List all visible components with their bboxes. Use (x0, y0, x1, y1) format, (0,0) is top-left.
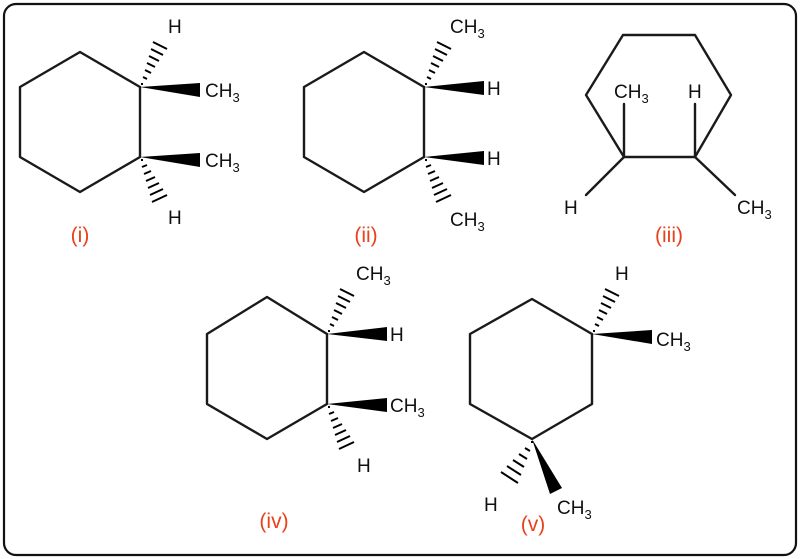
atom-h: H (487, 149, 501, 170)
atom-h: H (615, 264, 629, 285)
atom-h: H (168, 208, 182, 229)
atom-h: H (357, 456, 371, 477)
atom-h: H (168, 17, 182, 38)
wedge-bond-h (424, 81, 484, 95)
hash-bond-ch3 (328, 288, 355, 332)
atom-h: H (564, 198, 578, 219)
hash-bond-h (141, 41, 168, 85)
atom-h: H (390, 325, 404, 346)
equatorial-bond-ch3 (693, 155, 737, 197)
hash-bond-ch3-lower (425, 159, 452, 203)
equatorial-bond-h (584, 155, 626, 197)
structure-iv: CH3 H CH3 H (iv) (205, 264, 425, 533)
atom-ch3: CH3 (656, 330, 691, 354)
hash-bond-h (593, 288, 620, 332)
ring-bonds (468, 297, 594, 441)
hash-bond-ch3 (425, 41, 452, 85)
atom-ch3: CH3 (390, 396, 425, 420)
wedge-bond-ch3 (327, 398, 387, 412)
structure-i: H CH3 CH3 H (i) (18, 17, 240, 247)
ring-bonds (584, 33, 733, 159)
wedge-bond-ch3-lower (140, 153, 200, 167)
atom-ch3: CH3 (614, 82, 649, 106)
structure-iii: CH3 H H CH3 (iii) (564, 33, 772, 247)
structure-v: H CH3 H CH3 (v) (468, 264, 691, 536)
ring-bonds (205, 295, 329, 441)
structure-ii: CH3 H H CH3 (ii) (302, 17, 501, 247)
atom-h: H (484, 495, 498, 516)
wedge-bond-ch3 (592, 330, 652, 344)
structure-label-i: (i) (71, 224, 90, 247)
wedge-bond-h-lower (424, 151, 484, 165)
atom-h: H (688, 82, 702, 103)
atom-ch3: CH3 (356, 264, 391, 288)
hash-bond-h-lower (141, 159, 168, 203)
wedge-bond-ch3 (140, 83, 200, 97)
atom-ch3: CH3 (450, 210, 485, 234)
wedge-bond-ch3-lower (532, 439, 562, 494)
structure-label-iv: (iv) (259, 510, 288, 533)
structure-label-v: (v) (521, 513, 546, 536)
atom-ch3: CH3 (205, 81, 240, 105)
structure-label-ii: (ii) (354, 224, 377, 247)
atom-ch3: CH3 (737, 198, 772, 222)
wedge-bond-h (327, 327, 387, 341)
ring-bonds (18, 50, 142, 194)
atom-h: H (487, 79, 501, 100)
hash-bond-h-lower (500, 441, 533, 484)
hash-bond-h (328, 406, 355, 450)
atom-ch3: CH3 (557, 498, 592, 522)
ring-bonds (302, 50, 426, 194)
atom-ch3: CH3 (450, 17, 485, 41)
structure-label-iii: (iii) (655, 224, 683, 247)
atom-ch3: CH3 (205, 151, 240, 175)
